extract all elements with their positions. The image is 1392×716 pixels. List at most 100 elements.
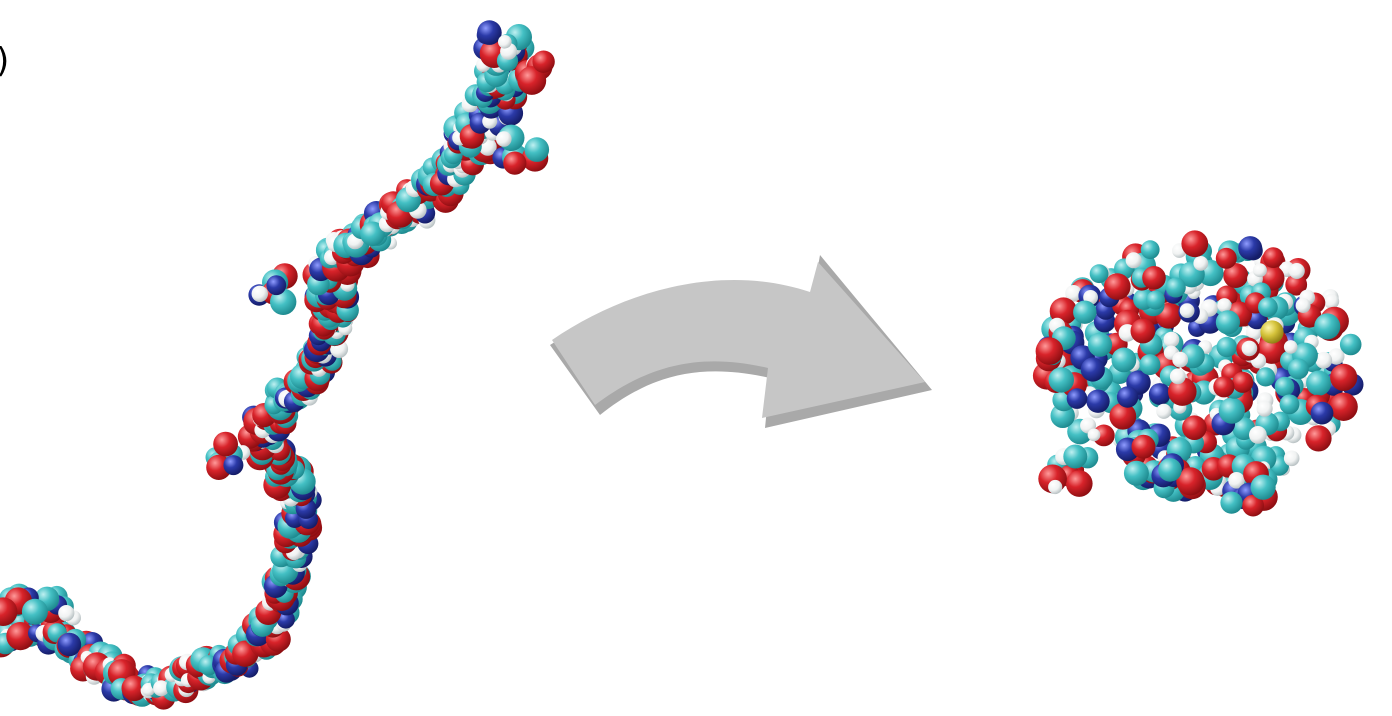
folded-protein-globule [1032,230,1364,517]
carbon-atom [1288,358,1309,380]
hydrogen-atom [496,131,512,147]
carbon-atom [1087,332,1113,357]
carbon-atom [524,137,550,162]
carbon-atom [1258,297,1278,318]
oxygen-atom [1109,402,1137,430]
hydrogen-atom [1125,252,1142,269]
hydrogen-atom [1283,340,1298,354]
carbon-atom [1063,444,1088,469]
nitrogen-atom [1066,388,1088,409]
oxygen-atom [1104,273,1131,300]
partial-panel-label: ) [0,44,9,78]
carbon-atom [1218,397,1245,424]
hydrogen-atom [1193,256,1209,271]
nitrogen-atom [1080,357,1105,382]
sulfur-atom [1260,320,1284,344]
hydrogen-atom [1249,426,1267,444]
oxygen-atom [1181,230,1209,258]
nitrogen-atom [276,610,295,629]
oxygen-atom [1182,415,1207,441]
hydrogen-atom [1156,403,1172,419]
nitrogen-atom [57,632,82,657]
carbon-atom [1215,310,1240,335]
hydrogen-atom [1315,351,1333,369]
nitrogen-atom [223,455,244,476]
carbon-atom [1256,367,1276,387]
carbon-atom [1250,474,1276,500]
hydrogen-atom [1256,400,1273,417]
hydrogen-atom [1172,351,1189,368]
carbon-atom [1089,264,1109,284]
hydrogen-atom [1324,293,1340,309]
oxygen-atom [1131,434,1156,459]
oxygen-atom [1329,392,1358,421]
nitrogen-atom [1086,389,1110,413]
oxygen-atom [1142,266,1166,290]
oxygen-atom [1035,337,1064,365]
carbon-atom [1048,367,1075,393]
hydrogen-atom [1241,340,1258,357]
carbon-atom [1111,347,1137,373]
nitrogen-atom [266,275,287,296]
carbon-atom [1339,333,1362,356]
oxygen-atom [1168,377,1197,406]
oxygen-atom [532,50,555,73]
unfolded-protein-chain [0,20,555,710]
carbon-atom [270,288,297,315]
oxygen-atom [0,597,18,626]
oxygen-atom [1242,494,1264,517]
carbon-atom [1140,240,1160,260]
hydrogen-atom [1288,263,1305,279]
carbon-atom [21,598,48,625]
carbon-atom [1216,336,1238,358]
carbon-atom [1306,370,1332,396]
oxygen-atom [1092,424,1115,447]
hydrogen-atom [1283,450,1300,467]
hydrogen-atom [1295,298,1311,313]
carbon-atom [1274,376,1295,397]
carbon-atom [1139,354,1161,376]
oxygen-atom [503,151,527,175]
oxygen-atom [1285,273,1308,296]
hydrogen-atom [1087,428,1101,442]
oxygen-atom [6,622,35,651]
carbon-atom [360,221,385,247]
hydrogen-atom [1163,331,1180,348]
hydrogen-atom [1048,479,1063,495]
hydrogen-atom [251,285,268,302]
carbon-atom [1123,460,1149,486]
oxygen-atom [1305,425,1332,452]
hydrogen-atom [498,35,512,49]
carbon-atom [1158,458,1182,482]
nitrogen-atom [1116,386,1139,408]
nitrogen-atom [1310,401,1334,425]
hydrogen-atom [1217,298,1232,313]
carbon-atom [1220,491,1243,514]
carbon-atom [1279,394,1300,415]
nitrogen-atom [477,20,502,45]
carbon-atom [1165,277,1186,298]
nitrogen-atom [1238,236,1263,261]
folding-arrow-icon [550,255,932,428]
oxygen-atom [1215,247,1237,269]
nitrogen-atom [1148,383,1171,405]
oxygen-atom [121,675,148,702]
hydrogen-atom [1252,263,1267,278]
oxygen-atom [1176,467,1205,496]
oxygen-atom [1130,318,1156,344]
oxygen-atom [213,431,239,457]
oxygen-atom [517,66,547,95]
hydrogen-atom [58,605,75,622]
hydrogen-atom [1228,472,1245,489]
carbon-atom [1146,290,1165,310]
oxygen-atom [1223,263,1249,288]
oxygen-atom [1262,247,1284,268]
hydrogen-atom [1179,303,1195,318]
oxygen-atom [1232,371,1254,393]
oxygen-atom [1213,376,1235,398]
hydrogen-atom [1169,368,1186,385]
hydrogen-atom [1065,285,1082,302]
carbon-atom [1314,313,1341,340]
carbon-atom [1073,300,1097,324]
